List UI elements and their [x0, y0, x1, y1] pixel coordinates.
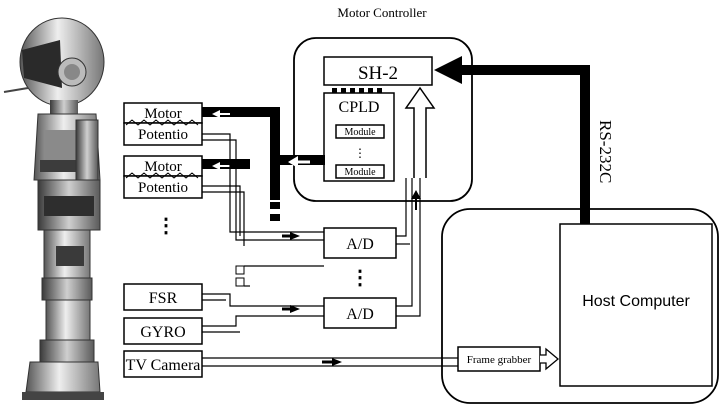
- motor-label-1: Motor: [144, 106, 182, 122]
- actuator-ellipsis: ⋮: [156, 215, 176, 237]
- motor-controller-title: Motor Controller: [337, 5, 427, 20]
- module-box-1: [335, 124, 385, 139]
- adc-to-sh2-hollow-arrow: [404, 86, 436, 178]
- motor-controller-enclosure: [293, 37, 473, 202]
- frame-grabber-label: Frame grabber: [467, 354, 532, 366]
- sh2-label: SH-2: [358, 63, 398, 84]
- module-box-2: [335, 164, 385, 179]
- cpld-pins: [332, 88, 382, 93]
- gyro-box: [123, 317, 203, 345]
- host-computer-box: [559, 223, 713, 387]
- host-computer-label: Host Computer: [582, 293, 690, 310]
- module-ellipsis: ⋮: [354, 146, 366, 160]
- adc-box-2: [323, 297, 397, 329]
- rs232c-label: RS-232C: [596, 120, 615, 183]
- adc-box-1: [323, 227, 397, 259]
- rs232c-arrowhead: [434, 56, 462, 84]
- gyro-label: GYRO: [140, 324, 185, 341]
- rs232c-link: [460, 65, 590, 224]
- sh2-cpu-box: [323, 56, 433, 86]
- adc-ellipsis: ⋮: [350, 267, 370, 289]
- module-label-1: Module: [344, 127, 376, 138]
- grabber-to-host-arrow: [540, 347, 560, 371]
- module-label-2: Module: [344, 167, 376, 178]
- humanoid-robot-illustration: [3, 17, 105, 400]
- tv-camera-label: TV Camera: [126, 357, 201, 374]
- potentio-box-2: [123, 175, 203, 199]
- tv-camera-box: [123, 350, 203, 378]
- potentio-label-1: Potentio: [138, 127, 188, 143]
- fsr-box: [123, 283, 203, 311]
- motor-label-2: Motor: [144, 159, 182, 175]
- cpld-label: CPLD: [339, 99, 380, 116]
- adc-label-1: A/D: [346, 236, 374, 253]
- fsr-label: FSR: [149, 290, 178, 307]
- pwm-bus-line: [202, 107, 325, 165]
- potentio-label-2: Potentio: [138, 180, 188, 196]
- adc-label-2: A/D: [346, 306, 374, 323]
